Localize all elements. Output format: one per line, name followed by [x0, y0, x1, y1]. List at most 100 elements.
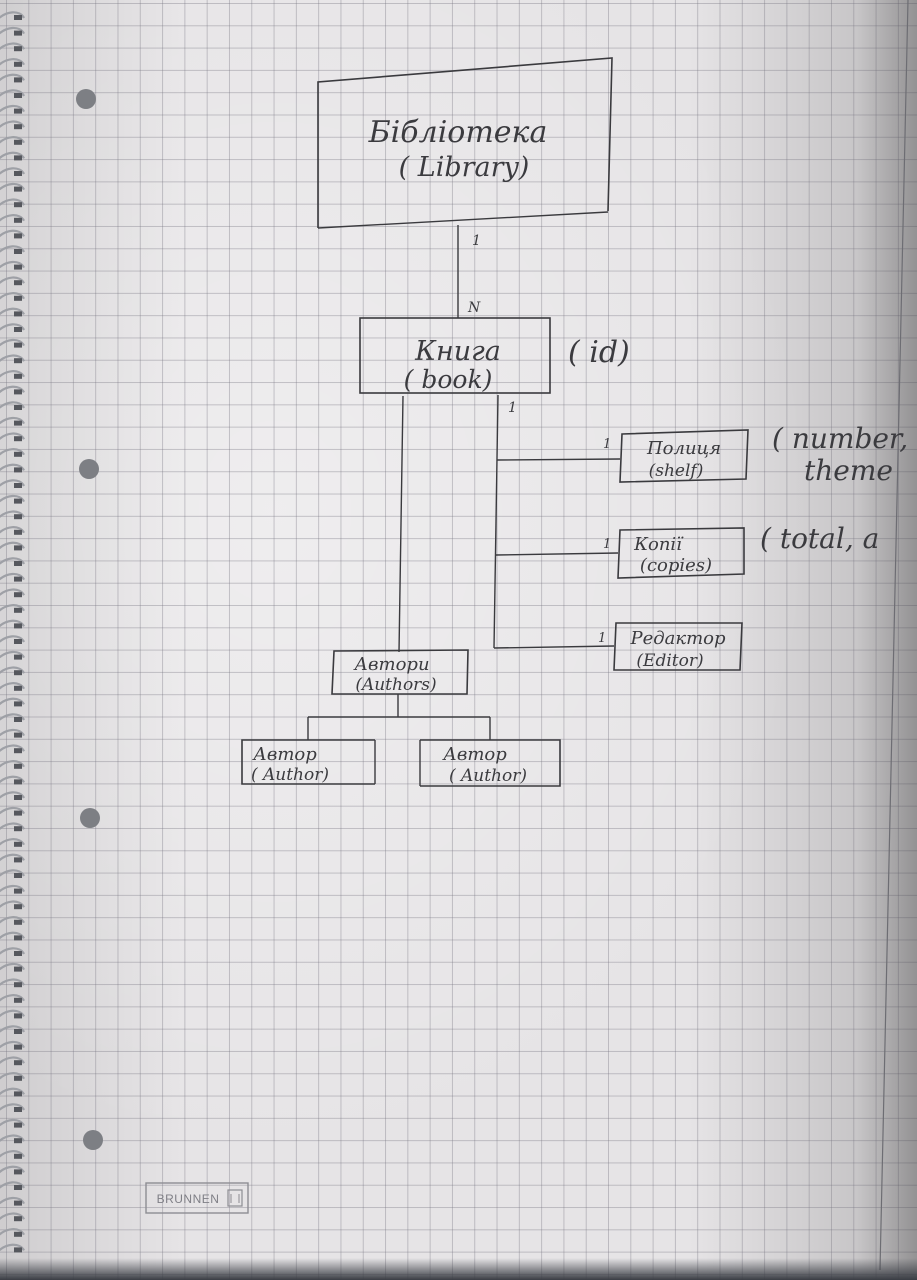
spiral-hole	[14, 1044, 22, 1050]
spiral-hole	[14, 93, 22, 98]
spiral-ring	[0, 307, 25, 316]
spiral-hole	[14, 1216, 22, 1222]
spiral-ring	[0, 292, 25, 300]
punch-hole	[76, 89, 96, 109]
spiral-hole	[14, 295, 22, 301]
spiral-ring	[0, 604, 25, 612]
spiral-hole	[14, 1138, 22, 1144]
brunnen-logo: BRUNNEN	[145, 1182, 249, 1214]
spiral-ring	[0, 323, 25, 331]
copies-name-en: (copies)	[640, 555, 712, 576]
entity-book[interactable]: Книга ( book)	[359, 317, 551, 394]
spiral-hole	[14, 982, 22, 988]
spiral-hole	[14, 873, 22, 878]
spiral-hole	[14, 1247, 22, 1253]
spiral-hole	[14, 1075, 22, 1081]
authors-name-en: (Authors)	[355, 675, 436, 695]
shelf-attribute-line1: ( number,	[772, 422, 908, 455]
entity-copies[interactable]: Копії (copies)	[617, 527, 745, 579]
spiral-ring	[0, 978, 25, 986]
spiral-hole	[14, 451, 22, 457]
spiral-ring	[0, 510, 25, 518]
library-name-en: ( Library)	[399, 152, 530, 183]
library-box-bottom	[317, 211, 609, 229]
spiral-hole	[14, 857, 22, 863]
spiral-ring	[0, 853, 25, 862]
punch-hole	[80, 808, 100, 828]
spiral-hole	[14, 389, 22, 395]
spiral-ring	[0, 432, 25, 440]
author-left-box	[241, 739, 375, 785]
entity-library[interactable]: Бібліотека ( Library)	[317, 57, 613, 229]
spiral-hole	[14, 280, 22, 286]
spiral-hole	[14, 607, 22, 613]
spiral-hole	[14, 935, 22, 941]
spiral-ring	[0, 354, 25, 362]
spiral-ring	[0, 994, 25, 1002]
spiral-ring	[0, 650, 25, 659]
spiral-ring	[0, 136, 25, 144]
spiral-ring	[0, 1056, 25, 1064]
spiral-hole	[14, 997, 22, 1003]
spiral-ring	[0, 1134, 25, 1142]
spiral-hole	[14, 763, 22, 769]
editor-box	[613, 622, 743, 671]
spiral-hole	[14, 810, 22, 816]
spiral-hole	[14, 966, 22, 972]
spiral-hole	[14, 685, 22, 691]
spiral-ring	[0, 448, 25, 456]
spiral-hole	[14, 1060, 22, 1066]
entity-shelf[interactable]: Полиця (shelf)	[619, 429, 749, 483]
cardinality-book-side: 1	[508, 400, 517, 416]
spiral-ring	[0, 58, 25, 66]
library-name-ua: Бібліотека	[368, 115, 548, 150]
spiral-hole	[14, 249, 22, 254]
spiral-ring	[0, 635, 25, 643]
spiral-ring	[0, 73, 25, 82]
entity-author-left[interactable]: Автор ( Author)	[241, 739, 376, 785]
spiral-ring	[0, 682, 25, 690]
spiral-ring	[0, 1181, 25, 1189]
spiral-ring	[0, 775, 25, 784]
spiral-ring	[0, 588, 25, 596]
spiral-hole	[14, 1107, 22, 1112]
spiral-ring	[0, 26, 25, 35]
spiral-hole	[14, 498, 22, 504]
spiral-hole	[14, 1153, 22, 1159]
authors-box	[331, 649, 469, 695]
entity-authors[interactable]: Автори (Authors)	[331, 649, 469, 695]
spiral-hole	[14, 701, 22, 707]
spiral-hole	[14, 171, 22, 176]
editor-name-ua: Редактор	[629, 628, 726, 649]
spiral-hole	[14, 670, 22, 676]
spiral-ring	[0, 962, 25, 971]
spiral-ring	[0, 1228, 25, 1236]
spiral-hole	[14, 951, 22, 956]
cardinality-shelf: 1	[603, 437, 611, 452]
spiral-hole	[14, 1013, 22, 1019]
spiral-ring	[0, 385, 25, 394]
spiral-hole	[14, 576, 22, 582]
spiral-hole	[14, 717, 22, 722]
spiral-hole	[14, 545, 22, 551]
shelf-box	[619, 429, 749, 483]
spiral-hole	[14, 592, 22, 598]
spiral-hole	[14, 124, 22, 130]
entity-editor[interactable]: Редактор (Editor)	[613, 622, 743, 671]
brand-name: BRUNNEN	[157, 1192, 220, 1206]
spiral-hole	[14, 779, 22, 785]
spiral-ring	[0, 260, 25, 269]
cardinality-library-book-top: 1	[472, 233, 481, 249]
entity-author-right[interactable]: Автор ( Author)	[419, 739, 561, 787]
spiral-ring	[0, 526, 25, 534]
spiral-ring	[0, 401, 25, 409]
spiral-ring	[0, 697, 25, 706]
spiral-ring	[0, 1072, 25, 1080]
cardinality-editor: 1	[598, 631, 606, 646]
spiral-ring	[0, 728, 25, 737]
spiral-hole	[14, 904, 22, 910]
cardinality-library-book-bottom: N	[467, 300, 481, 316]
spiral-hole	[14, 529, 22, 535]
spiral-hole	[14, 514, 22, 520]
